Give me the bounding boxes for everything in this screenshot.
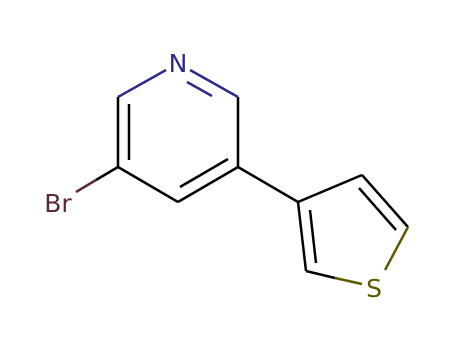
bond-c3-c4-inner	[179, 157, 229, 189]
bond-n1-c2-outer	[189, 68, 239, 99]
bond-t2-t1-inner	[358, 187, 397, 231]
bond-s-t5-black	[305, 269, 336, 280]
bond-n1-c2-inner	[186, 80, 213, 98]
bond-ring-link	[237, 165, 299, 204]
thiophene-ring	[296, 173, 410, 286]
bond-t2-t1-outer	[361, 174, 409, 228]
bond-s-t5-colored	[334, 276, 363, 286]
bromine-substituent	[75, 165, 119, 194]
bond-n1-c6	[117, 68, 167, 99]
bond-t5-t3-inner	[308, 209, 318, 264]
bond-c5-br-black	[95, 165, 119, 182]
atom-label-sulfur: S	[366, 274, 382, 303]
bond-t5-t3-outer	[296, 201, 308, 272]
bond-c3-c4-outer	[177, 165, 239, 204]
atom-label-bromine: Br	[44, 189, 72, 218]
atom-label-nitrogen: N	[169, 49, 188, 78]
pyridine-ring	[116, 68, 240, 204]
bond-c5-br-colored	[75, 178, 97, 194]
bond-t1-s	[383, 226, 410, 271]
bond-c4-c5	[117, 165, 179, 204]
bond-t3-t2	[297, 173, 363, 204]
